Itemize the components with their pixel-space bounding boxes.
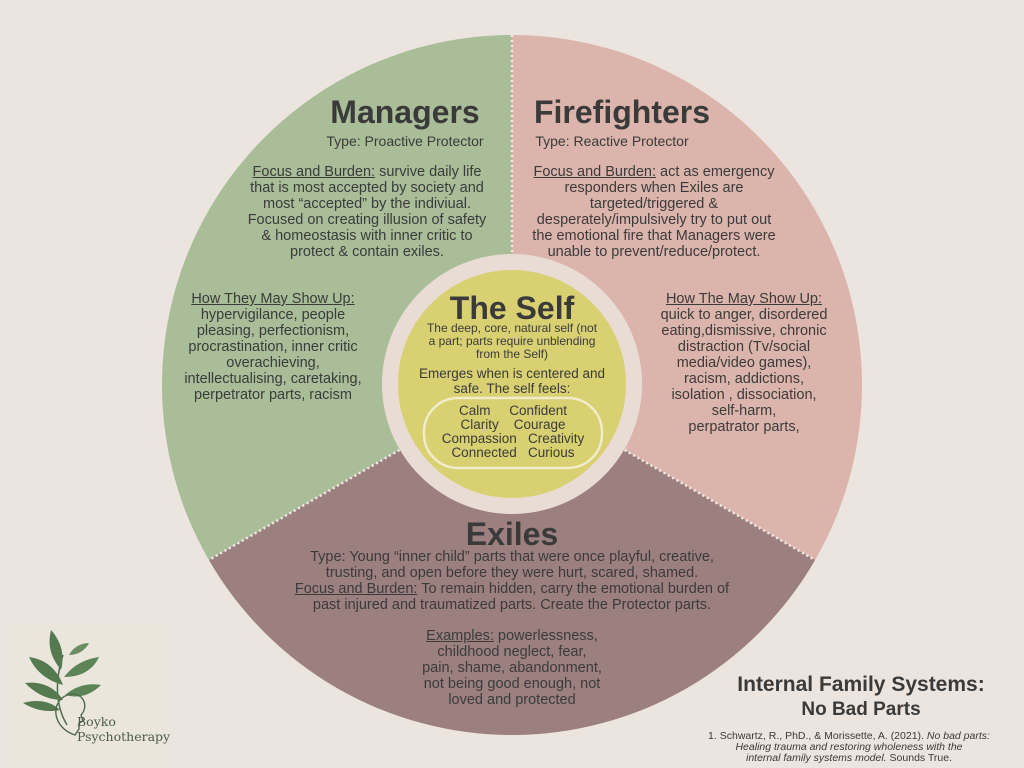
managers-show-up: How They May Show Up: hypervigilance, pe… — [160, 291, 386, 403]
self-desc-text: The deep, core, natural self (not — [426, 321, 598, 335]
citation-italic: Healing trauma and restoring wholeness w… — [735, 741, 963, 753]
firefighters-title: Firefighters — [533, 94, 711, 130]
firefighters-show-label: How The May Show Up: — [665, 291, 823, 307]
feeling-label: Courage — [513, 417, 566, 432]
managers-focus-text: most “accepted” by the indiviual. — [263, 196, 471, 212]
self-feelings-row: Connected Curious — [428, 446, 598, 460]
exiles-examples-text: powerlessness, — [493, 628, 598, 644]
firefighters-show-text: media/video games), — [676, 355, 812, 371]
managers-show-text: procrastination, inner critic — [188, 339, 358, 355]
managers-focus-text: & homeostasis with inner critic to — [261, 228, 473, 244]
managers-focus-text: Focused on creating illusion of safety — [247, 212, 487, 228]
firefighters-focus-text: the emotional fire that Managers were — [532, 228, 776, 244]
feeling-label: Compassion — [441, 431, 517, 446]
managers-focus-text: protect & contain exiles. — [290, 244, 444, 260]
citation: 1. Schwartz, R., PhD., & Morissette, A. … — [676, 731, 1022, 764]
self-feelings-row: Clarity Courage — [428, 418, 598, 432]
firefighters-show-text: eating,dismissive, chronic — [661, 323, 827, 339]
firefighters-show-text: perpatrator parts, — [688, 419, 800, 435]
logo-plant-icon — [15, 625, 165, 763]
exiles-examples-label: Examples: — [426, 628, 494, 644]
firefighters-show-text: isolation , dissociation, — [671, 387, 817, 403]
feeling-label: Calm — [458, 403, 491, 418]
exiles-focus-label: Focus and Burden: — [294, 581, 418, 597]
firefighters-show-text: distraction (Tv/social — [677, 339, 811, 355]
managers-show-text: pleasing, perfectionism, — [196, 323, 350, 339]
managers-show-text: intellectualising, caretaking, — [184, 371, 362, 387]
firefighters-focus-label: Focus and Burden: — [533, 164, 657, 180]
self-emerges-text: Emerges when is centered and — [418, 366, 606, 381]
firefighters-show-text: self-harm, — [711, 403, 777, 419]
logo-line: Psychotherapy — [77, 729, 171, 744]
managers-show-text: overachieving, — [226, 355, 320, 371]
exiles-focus-text: past injured and traumatized parts. Crea… — [312, 597, 712, 613]
self-title: The Self — [449, 290, 575, 326]
feeling-label: Confident — [509, 403, 568, 418]
managers-focus-label: Focus and Burden: — [252, 164, 376, 180]
managers-show-text: hypervigilance, people — [200, 307, 346, 323]
firefighters-focus-text: desperately/impulsively try to put out — [536, 212, 772, 228]
managers-show-label: How They May Show Up: — [191, 291, 355, 307]
self-desc-text: a part; parts require unblending — [428, 334, 596, 348]
managers-show-text: perpetrator parts, racism — [194, 387, 352, 403]
footer-title: Internal Family Systems: — [737, 673, 985, 696]
firefighters-show-text: racism, addictions, — [683, 371, 805, 387]
divider-right — [511, 383, 816, 562]
managers-title: Managers — [330, 94, 480, 130]
firefighters-focus-text: act as emergency — [656, 164, 775, 180]
self-emerges-text: safe. The self feels: — [453, 381, 571, 396]
firefighters-focus: Focus and Burden: act as emergency respo… — [512, 164, 796, 260]
self-circle — [398, 270, 626, 498]
logo-text: Boyko Psychotherapy — [77, 714, 170, 744]
exiles-title: Exiles — [465, 516, 559, 552]
exiles-type-text: trusting, and open before they were hurt… — [325, 565, 699, 581]
firefighters-focus-text: unable to prevent/reduce/protect. — [547, 244, 761, 260]
self-feelings-row: Compassion Creativity — [428, 432, 598, 446]
firefighters-focus-text: responders when Exiles are — [564, 180, 744, 196]
exiles-examples-text: pain, shame, abandonment, — [422, 660, 602, 676]
managers-focus-text: survive daily life — [375, 164, 482, 180]
managers-type: Type: Proactive Protector — [326, 133, 484, 149]
feeling-label: Clarity — [460, 417, 499, 432]
citation-text: 1. Schwartz, R., PhD., & Morissette, A. … — [708, 730, 927, 742]
citation-text: Sounds True. — [886, 752, 952, 764]
exiles-examples-text: not being good enough, not — [423, 676, 601, 692]
firefighters-show-text: quick to anger, disordered — [660, 307, 828, 323]
self-feelings-list: Calm Confident Clarity Courage Compassio… — [428, 404, 598, 460]
logo-line: Boyko — [77, 714, 116, 729]
self-desc-text: from the Self) — [475, 347, 549, 361]
feeling-label: Curious — [528, 445, 575, 460]
footer-subtitle: No Bad Parts — [801, 699, 921, 720]
exiles-examples-text: childhood neglect, fear, — [437, 644, 587, 660]
exiles-type: Type: Young “inner child” parts that wer… — [230, 549, 794, 613]
self-description: The deep, core, natural self (not a part… — [408, 322, 616, 361]
exiles-sector — [208, 385, 816, 735]
exiles-focus-text: To remain hidden, carry the emotional bu… — [417, 581, 730, 597]
divider-left — [208, 383, 513, 562]
citation-italic: internal family systems model. — [745, 752, 887, 764]
feeling-label: Creativity — [528, 431, 585, 446]
self-feelings-row: Calm Confident — [428, 404, 598, 418]
exiles-examples: Examples: powerlessness, childhood negle… — [400, 628, 624, 708]
feeling-label: Connected — [451, 445, 517, 460]
citation-italic: No bad parts: — [926, 730, 990, 742]
firefighters-type: Type: Reactive Protector — [535, 133, 689, 149]
exiles-type-text: Type: Young “inner child” parts that wer… — [310, 549, 714, 565]
self-feelings-box — [422, 396, 604, 470]
managers-focus: Focus and Burden: survive daily life tha… — [222, 164, 512, 260]
firefighters-show-up: How The May Show Up: quick to anger, dis… — [642, 291, 846, 435]
managers-focus-text: that is most accepted by society and — [250, 180, 484, 196]
firefighters-focus-text: targeted/triggered & — [589, 196, 719, 212]
self-emerges: Emerges when is centered and safe. The s… — [400, 366, 624, 396]
exiles-examples-text: loved and protected — [448, 692, 576, 708]
